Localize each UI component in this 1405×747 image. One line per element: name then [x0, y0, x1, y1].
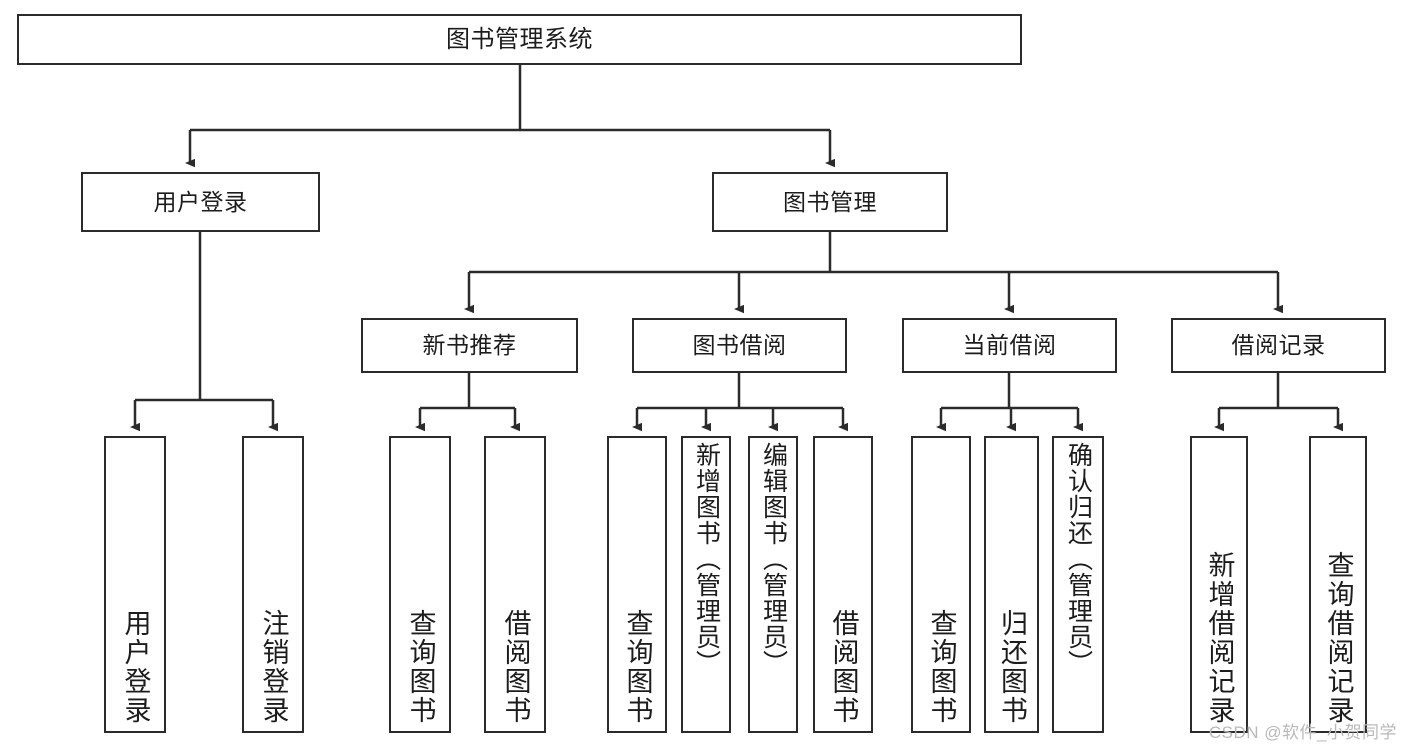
node-book-manage[interactable]: 图书管理: [712, 172, 948, 232]
node-book-borrow[interactable]: 图书借阅: [632, 318, 847, 373]
leaf-query-book-1-label: 查询图书: [405, 609, 436, 725]
leaf-query-book-3[interactable]: 查询图书: [911, 436, 971, 733]
leaf-return-book[interactable]: 归还图书: [984, 436, 1039, 733]
node-book-manage-label: 图书管理: [783, 188, 877, 215]
leaf-user-login-label: 用户登录: [120, 609, 151, 725]
node-book-borrow-label: 图书借阅: [692, 332, 787, 359]
leaf-query-book-2[interactable]: 查询图书: [607, 436, 667, 733]
leaf-borrow-book-2-label: 借阅图书: [828, 609, 859, 725]
node-root[interactable]: 图书管理系统: [17, 14, 1022, 65]
node-root-label: 图书管理系统: [446, 25, 593, 53]
node-user-login[interactable]: 用户登录: [81, 172, 320, 232]
leaf-user-login[interactable]: 用户登录: [104, 436, 166, 733]
leaf-user-logout-label: 注销登录: [258, 609, 289, 725]
leaf-edit-book[interactable]: 编辑图书（管理员）: [748, 436, 798, 733]
node-current-borrow-label: 当前借阅: [962, 332, 1057, 359]
node-borrow-record[interactable]: 借阅记录: [1171, 318, 1386, 373]
leaf-add-book-label: 新增图书（管理员）: [692, 442, 721, 676]
leaf-query-record[interactable]: 查询借阅记录: [1309, 436, 1367, 733]
leaf-borrow-book-1[interactable]: 借阅图书: [484, 436, 546, 733]
leaf-borrow-book-1-label: 借阅图书: [500, 609, 531, 725]
leaf-borrow-book-2[interactable]: 借阅图书: [813, 436, 873, 733]
node-user-login-label: 用户登录: [153, 188, 248, 215]
node-new-book-rec[interactable]: 新书推荐: [361, 318, 578, 373]
node-new-book-rec-label: 新书推荐: [422, 332, 517, 359]
node-borrow-record-label: 借阅记录: [1231, 332, 1326, 359]
leaf-return-book-label: 归还图书: [997, 609, 1027, 725]
leaf-confirm-return[interactable]: 确认归还（管理员）: [1052, 436, 1104, 733]
leaf-query-record-label: 查询借阅记录: [1323, 551, 1354, 725]
leaf-edit-book-label: 编辑图书（管理员）: [759, 442, 788, 676]
node-current-borrow[interactable]: 当前借阅: [902, 318, 1117, 373]
leaf-add-record-label: 新增借阅记录: [1204, 551, 1235, 725]
leaf-query-book-3-label: 查询图书: [926, 609, 957, 725]
leaf-user-logout[interactable]: 注销登录: [242, 436, 304, 733]
watermark: CSDN @软件_小贺同学: [1208, 723, 1397, 742]
leaf-confirm-return-label: 确认归还（管理员）: [1064, 442, 1093, 676]
leaf-query-book-2-label: 查询图书: [622, 609, 653, 725]
leaf-add-book[interactable]: 新增图书（管理员）: [681, 436, 731, 733]
leaf-query-book-1[interactable]: 查询图书: [389, 436, 451, 733]
leaf-add-record[interactable]: 新增借阅记录: [1190, 436, 1248, 733]
